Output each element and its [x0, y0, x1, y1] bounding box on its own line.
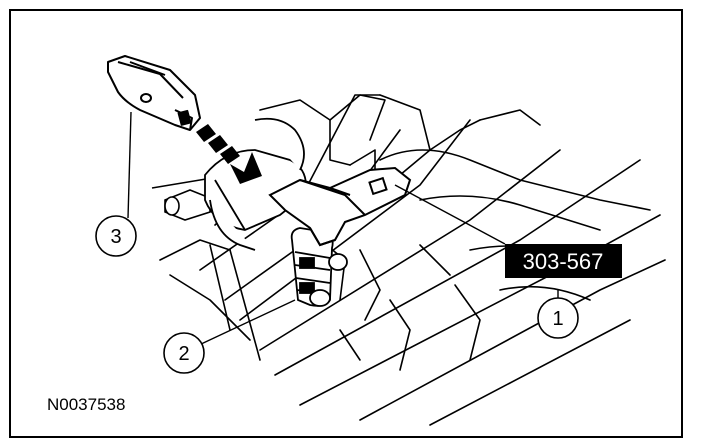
tool-number-label: 303-567: [505, 244, 622, 278]
figure-id: N0037538: [47, 395, 125, 414]
callout-3: 3: [95, 215, 137, 257]
callout-1: 1: [537, 297, 579, 339]
callout-2: 2: [163, 332, 205, 374]
install-direction-arrow: [196, 124, 262, 184]
bolt-head: [151, 174, 231, 221]
rocker-arm: [107, 55, 201, 131]
valve-spring-compressor-tool: [268, 166, 412, 247]
callout-3-number: 3: [110, 226, 121, 248]
leader-lines: [127, 111, 559, 346]
callout-1-number: 1: [552, 308, 563, 330]
tool-number-text: 303-567: [523, 249, 604, 274]
figure-border: [9, 9, 683, 438]
callout-2-number: 2: [178, 343, 189, 365]
valve-spring: [290, 227, 348, 307]
